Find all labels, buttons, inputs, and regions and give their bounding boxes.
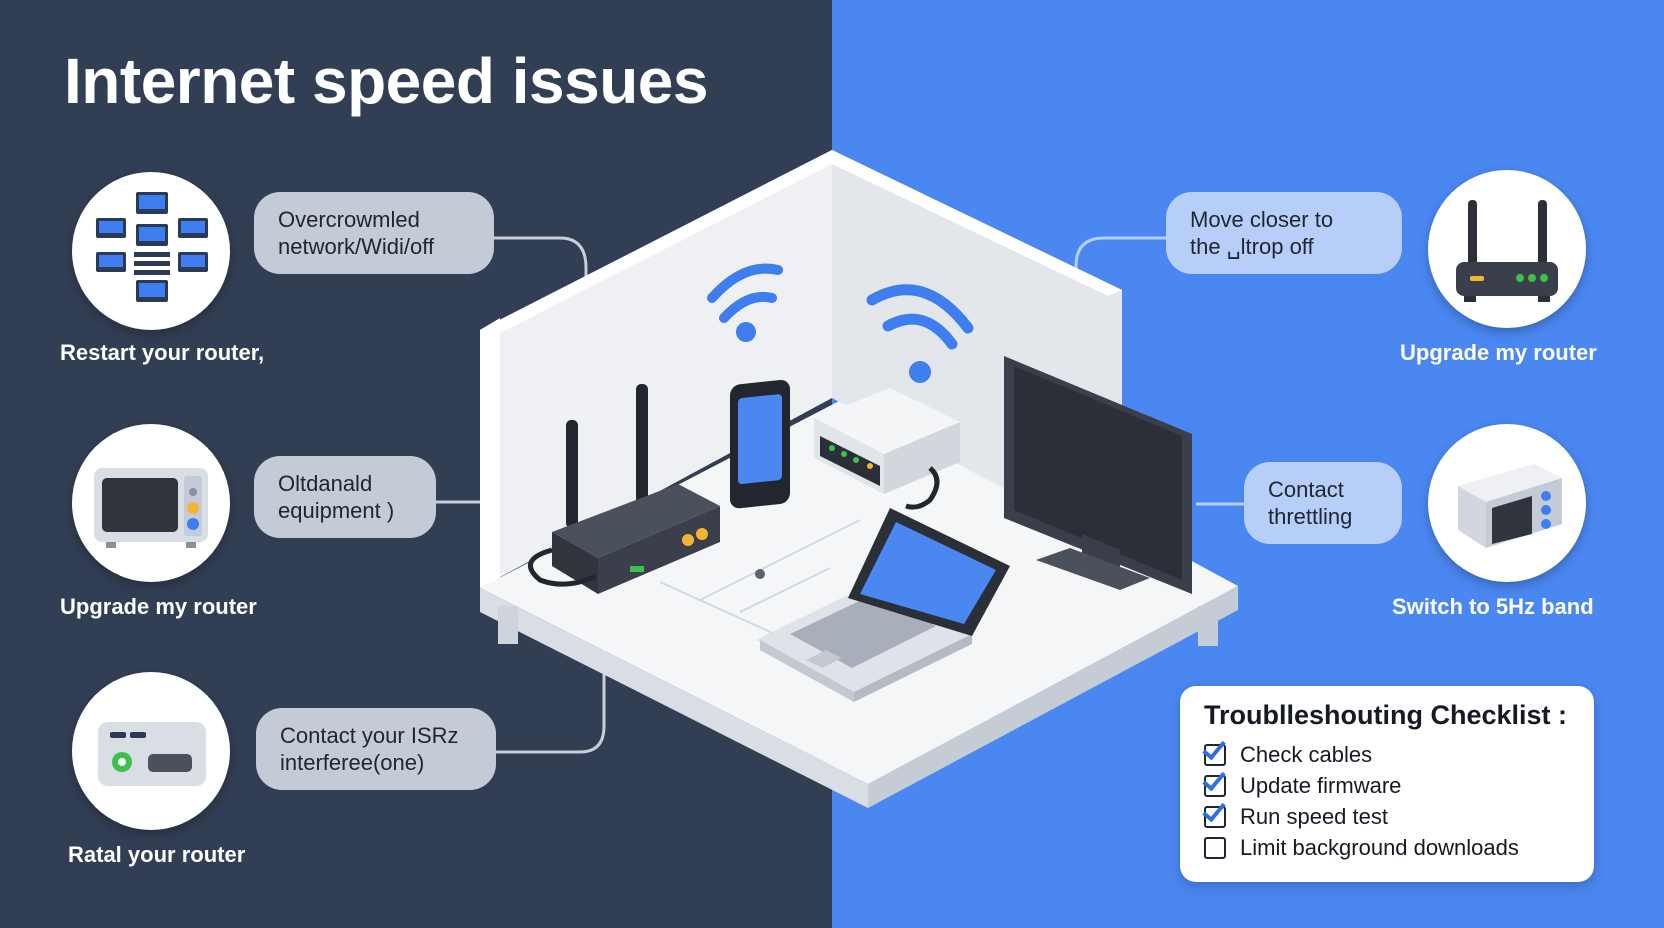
bubble-contact-throttling: Contact threttling bbox=[1244, 462, 1402, 544]
connector-line-1 bbox=[490, 236, 588, 326]
bubble-line: Overcrowmled bbox=[278, 207, 420, 232]
checklist-item-label: Update firmware bbox=[1240, 772, 1402, 798]
microwave-icon bbox=[1458, 464, 1562, 548]
room-wall-left-edge bbox=[480, 318, 500, 588]
microwave-icon bbox=[94, 468, 208, 548]
checkbox-checked[interactable] bbox=[1202, 766, 1226, 797]
checkmark-icon bbox=[1202, 766, 1226, 791]
connector-line-4 bbox=[1074, 236, 1166, 316]
checkbox-checked[interactable] bbox=[1202, 797, 1226, 828]
checklist-item-label: Check cables bbox=[1240, 741, 1373, 767]
room-floor-side-left bbox=[480, 588, 868, 808]
bubble-line: Oltdanald bbox=[278, 471, 373, 496]
bubble-line: Move closer to bbox=[1190, 207, 1334, 232]
icon-circle-microwave-right bbox=[1428, 424, 1586, 582]
floor-leg-left bbox=[498, 606, 518, 644]
caption-restart-router: Restart your router, bbox=[60, 340, 265, 365]
icon-circle-microwave bbox=[72, 424, 230, 582]
bubble-line: equipment ) bbox=[278, 498, 395, 523]
icon-circle-network bbox=[72, 172, 230, 330]
modem-icon bbox=[98, 722, 206, 786]
checklist-item[interactable]: Check cables bbox=[1202, 735, 1570, 770]
checklist-item[interactable]: Update firmware bbox=[1202, 766, 1570, 801]
checkbox-unchecked[interactable] bbox=[1204, 836, 1226, 859]
checkmark-icon bbox=[1202, 797, 1226, 822]
bubble-line: interferee(one) bbox=[280, 750, 425, 775]
page-title: Internet speed issues bbox=[64, 45, 708, 117]
smartphone-device bbox=[730, 379, 790, 579]
bubble-line: threttling bbox=[1268, 504, 1353, 529]
network-devices-icon bbox=[96, 192, 208, 302]
router-device bbox=[527, 384, 720, 594]
checklist-item[interactable]: Limit background downloads bbox=[1204, 832, 1570, 863]
checkbox-checked[interactable] bbox=[1202, 735, 1226, 766]
caption-switch-5hz: Switch to 5Hz band bbox=[1392, 594, 1594, 619]
floor-leg-right bbox=[1198, 606, 1218, 646]
checklist-title: Troublleshouting Checklist : bbox=[1204, 700, 1568, 730]
bubble-outdated-equipment: Oltdanald equipment ) bbox=[254, 456, 436, 538]
monitor-device bbox=[1004, 356, 1192, 594]
caption-upgrade-router-left: Upgrade my router bbox=[60, 594, 257, 619]
icon-circle-modem bbox=[72, 672, 230, 830]
bubble-line: Contact bbox=[1268, 477, 1344, 502]
room-floor-side-right bbox=[868, 586, 1238, 808]
wifi-icon-right bbox=[866, 284, 974, 383]
router-icon bbox=[1456, 200, 1558, 302]
checkmark-icon bbox=[1202, 735, 1226, 760]
bubble-line: network/Widi/off bbox=[278, 234, 435, 259]
icon-circle-router bbox=[1428, 170, 1586, 328]
wifi-icon-left bbox=[707, 263, 783, 342]
checklist-item-label: Run speed test bbox=[1240, 803, 1388, 829]
caption-ratal-router: Ratal your router bbox=[68, 842, 246, 867]
troubleshooting-checklist: Troublleshouting Checklist : Check cable… bbox=[1180, 686, 1594, 882]
laptop-device bbox=[756, 508, 1010, 702]
bubble-line: the ␣ltrop off bbox=[1190, 234, 1314, 259]
checklist-item-label: Limit background downloads bbox=[1240, 834, 1519, 860]
bubble-contact-isp: Contact your ISRz interferee(one) bbox=[256, 708, 496, 790]
bubble-line: Contact your ISRz bbox=[280, 723, 459, 748]
bubble-move-closer: Move closer to the ␣ltrop off bbox=[1166, 192, 1402, 274]
checklist-item[interactable]: Run speed test bbox=[1202, 797, 1570, 832]
bubble-overcrowded-network: Overcrowmled network/Widi/off bbox=[254, 192, 494, 274]
caption-upgrade-router-right: Upgrade my router bbox=[1400, 340, 1597, 365]
modem-device bbox=[814, 388, 960, 510]
